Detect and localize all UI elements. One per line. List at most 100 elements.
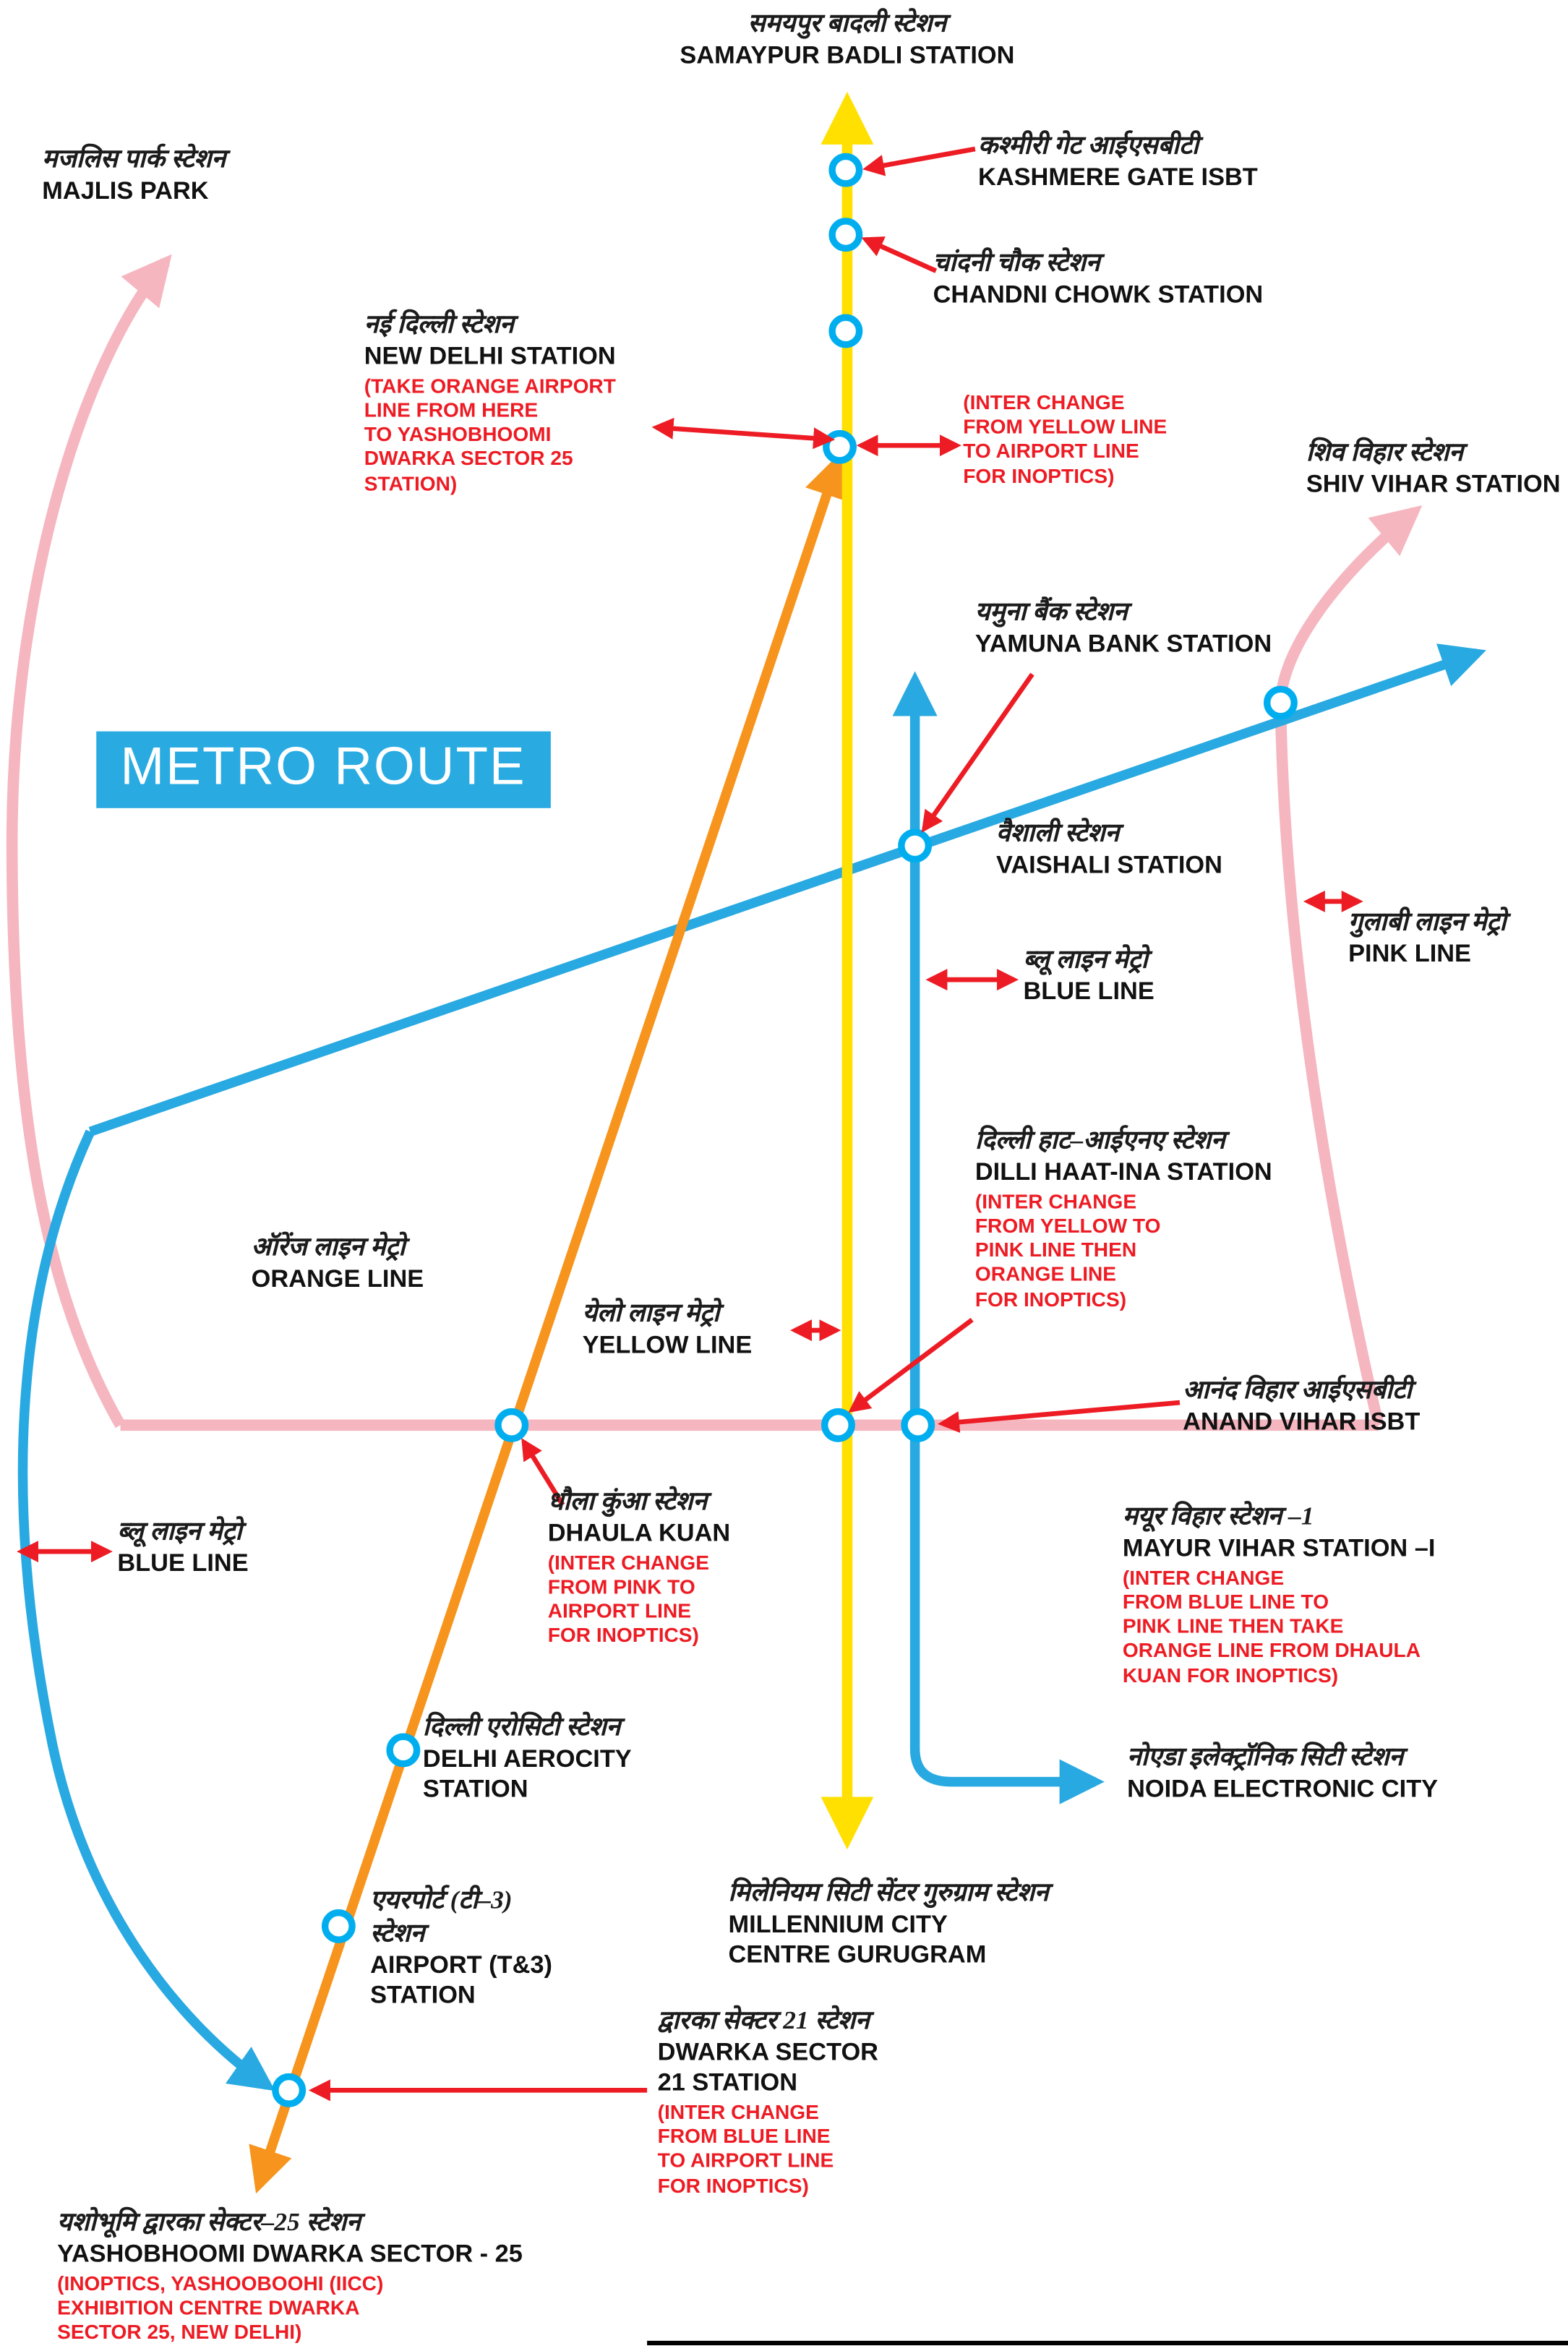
station-label-vaishali: वैशाली स्टेशन VAISHALI STATION — [996, 817, 1222, 880]
station-label-dwarka-sector-21: द्वारका सेक्टर 21 स्टेशन DWARKA SECTOR 2… — [658, 2005, 878, 2198]
chandni-chowk-english: CHANDNI CHOWK STATION — [933, 281, 1264, 309]
marker-dhaula-kuan — [494, 1408, 529, 1442]
orange-line-english: ORANGE LINE — [251, 1265, 424, 1293]
blue-line-left-english: BLUE LINE — [117, 1549, 249, 1577]
station-label-noida-electronic-city: नोएडा इलेक्ट्रॉनिक सिटी स्टेशन NOIDA ELE… — [1127, 1741, 1438, 1804]
red-arrow-kashmere — [862, 146, 976, 176]
station-label-airport-t3: एयरपोर्ट (टी–3) स्टेशन AIRPORT (T&3) STA… — [370, 1884, 552, 2010]
station-label-millennium-city: मिलेनियम सिटी सेंटर गुरुग्राम स्टेशन MIL… — [728, 1877, 1048, 1970]
chandni-chowk-hindi: चांदनी चौक स्टेशन — [933, 248, 1100, 278]
red-arrow-yamuna-bank — [921, 672, 1034, 833]
shiv-vihar-english: SHIV VIHAR STATION — [1306, 471, 1561, 498]
station-label-anand-vihar: आनंद विहार आईएसबीटी ANAND VIHAR ISBT — [1183, 1374, 1420, 1437]
station-label-kashmere-gate: कश्मीरी गेट आईएसबीटी KASHMERE GATE ISBT — [978, 129, 1258, 192]
shiv-vihar-hindi: शिव विहार स्टेशन — [1306, 437, 1464, 467]
samaypur-badli-english: SAMAYPUR BADLI STATION — [680, 41, 1015, 69]
new-delhi-hindi: नई दिल्ली स्टेशन — [364, 309, 514, 339]
red-arrow-new-delhi — [651, 417, 836, 450]
vaishali-hindi: वैशाली स्टेशन — [996, 818, 1120, 847]
station-label-shiv-vihar: शिव विहार स्टेशन SHIV VIHAR STATION — [1306, 437, 1561, 500]
orange-line-hindi: ऑरेंज लाइन मेट्रो — [251, 1232, 406, 1262]
anand-vihar-english: ANAND VIHAR ISBT — [1183, 1408, 1421, 1436]
marker-delhi-aerocity — [386, 1733, 421, 1768]
dilli-haat-ina-note: (INTER CHANGE FROM YELLOW TO PINK LINE T… — [974, 1190, 1161, 1311]
dwarka-sector-21-english: DWARKA SECTOR 21 STATION — [657, 2039, 878, 2097]
orange-airport-line — [249, 452, 849, 2194]
yamuna-bank-hindi: यमुना बैंक स्टेशन — [974, 597, 1128, 626]
new-delhi-note: (TAKE ORANGE AIRPORT LINE FROM HERE TO Y… — [364, 374, 616, 495]
airport-t3-hindi: एयरपोर्ट (टी–3) स्टेशन — [370, 1885, 513, 1948]
station-label-dhaula-kuan: धौला कुंआ स्टेशन DHAULA KUAN (INTER CHAN… — [548, 1486, 730, 1649]
marker-dwarka-sector-21 — [272, 2073, 307, 2107]
pink-line-left-arc — [6, 254, 172, 1429]
annotation-yellow-to-airport: (INTER CHANGE FROM YELLOW LINE TO AIRPOR… — [963, 388, 1167, 489]
marker-pink-line-station — [1264, 685, 1298, 720]
anand-vihar-hindi: आनंद विहार आईएसबीटी — [1183, 1375, 1413, 1405]
yamuna-bank-english: YAMUNA BANK STATION — [974, 630, 1272, 658]
red-arrow-dilli-haat — [848, 1317, 974, 1413]
dhaula-kuan-english: DHAULA KUAN — [547, 1519, 731, 1547]
marker-new-delhi — [828, 314, 863, 348]
pink-line-english: PINK LINE — [1348, 940, 1471, 967]
yashobhoomi-english: YASHOBHOOMI DWARKA SECTOR - 25 — [57, 2240, 523, 2268]
marker-chandni-chowk — [828, 218, 863, 252]
station-label-majlis-park: मजलिस पार्क स्टेशन MAJLIS PARK — [42, 143, 226, 206]
blue-line-diagonal — [88, 643, 1486, 1136]
airport-t3-english: AIRPORT (T&3) STATION — [370, 1950, 552, 2009]
station-label-samaypur-badli: समयपुर बादली स्टेशन SAMAYPUR BADLI STATI… — [547, 7, 1149, 70]
blue-line-left-hindi: ब्लू लाइन मेट्रो — [117, 1517, 242, 1546]
yellow-to-airport-note: (INTER CHANGE FROM YELLOW LINE TO AIRPOR… — [963, 391, 1168, 487]
mayur-vihar-hindi: मयूर विहार स्टेशन –1 — [1122, 1502, 1314, 1530]
blue-line-right-hindi: ब्लू लाइन मेट्रो — [1023, 945, 1148, 974]
station-label-chandni-chowk: चांदनी चौक स्टेशन CHANDNI CHOWK STATION — [933, 247, 1264, 309]
dwarka-sector-21-hindi: द्वारका सेक्टर 21 स्टेशन — [657, 2005, 870, 2035]
blue-line-right-english: BLUE LINE — [1023, 977, 1154, 1005]
station-label-new-delhi: नई दिल्ली स्टेशन NEW DELHI STATION (TAKE… — [364, 309, 616, 497]
pink-line-hindi: गुलाबी लाइन मेट्रो — [1348, 907, 1507, 936]
line-label-blue-left: ब्लू लाइन मेट्रो BLUE LINE — [117, 1515, 248, 1578]
line-label-yellow: येलो लाइन मेट्रो YELLOW LINE — [583, 1297, 753, 1360]
pink-line-right — [1274, 505, 1423, 1427]
mayur-vihar-note: (INTER CHANGE FROM BLUE LINE TO PINK LIN… — [1122, 1566, 1421, 1687]
marker-kashmere-gate — [828, 153, 863, 187]
new-delhi-english: NEW DELHI STATION — [364, 343, 616, 370]
dhaula-kuan-hindi: धौला कुंआ स्टेशन — [547, 1486, 708, 1516]
dhaula-kuan-note: (INTER CHANGE FROM PINK TO AIRPORT LINE … — [547, 1551, 709, 1648]
line-label-pink: गुलाबी लाइन मेट्रो PINK LINE — [1348, 906, 1507, 969]
line-label-blue-right: ब्लू लाइन मेट्रो BLUE LINE — [1023, 943, 1154, 1006]
vaishali-english: VAISHALI STATION — [996, 851, 1222, 879]
red-arrow-anand-vihar — [938, 1400, 1181, 1434]
samaypur-badli-hindi: समयपुर बादली स्टेशन — [747, 9, 947, 38]
yellow-line-english: YELLOW LINE — [582, 1331, 753, 1359]
majlis-park-english: MAJLIS PARK — [42, 177, 209, 205]
millennium-city-english: MILLENNIUM CITY CENTRE GURUGRAM — [728, 1911, 987, 1969]
marker-dilli-haat-ina — [821, 1408, 855, 1442]
noida-electronic-city-hindi: नोएडा इलेक्ट्रॉनिक सिटी स्टेशन — [1127, 1742, 1404, 1772]
kashmere-gate-english: KASHMERE GATE ISBT — [978, 163, 1258, 191]
majlis-park-hindi: मजलिस पार्क स्टेशन — [42, 144, 226, 174]
blue-line-left-curve — [17, 1129, 275, 2091]
marker-airport-t3 — [321, 1909, 356, 1943]
red-arrow-chandni — [861, 236, 938, 273]
millennium-city-hindi: मिलेनियम सिटी सेंटर गुरुग्राम स्टेशन — [728, 1877, 1049, 1907]
blue-line-noida-branch — [892, 671, 1105, 1804]
dwarka-sector-21-note: (INTER CHANGE FROM BLUE LINE TO AIRPORT … — [657, 2100, 834, 2197]
dilli-haat-ina-english: DILLI HAAT-INA STATION — [974, 1158, 1272, 1186]
station-label-mayur-vihar: मयूर विहार स्टेशन –1 MAYUR VIHAR STATION… — [1123, 1500, 1436, 1688]
delhi-aerocity-english: DELHI AEROCITY STATION — [422, 1745, 632, 1803]
red-arrow-dhaula-kuan — [521, 1438, 565, 1507]
mayur-vihar-english: MAYUR VIHAR STATION –I — [1122, 1534, 1436, 1562]
delhi-aerocity-hindi: दिल्ली एरोसिटी स्टेशन — [422, 1712, 621, 1742]
yashobhoomi-hindi: यशोभूमि द्वारका सेक्टर–25 स्टेशन — [57, 2207, 361, 2237]
station-label-dilli-haat-ina: दिल्ली हाट–आईएनए स्टेशन DILLI HAAT-INA S… — [975, 1124, 1272, 1312]
station-label-delhi-aerocity: दिल्ली एरोसिटी स्टेशन DELHI AEROCITY STA… — [423, 1711, 632, 1804]
noida-electronic-city-english: NOIDA ELECTRONIC CITY — [1127, 1775, 1439, 1803]
marker-anand-vihar — [901, 1408, 935, 1442]
marker-vaishali — [898, 828, 933, 863]
yashobhoomi-note: (INOPTICS, YASHOOBOOHI (IICC) EXHIBITION… — [57, 2271, 384, 2344]
dilli-haat-ina-hindi: दिल्ली हाट–आईएनए स्टेशन — [974, 1126, 1225, 1155]
line-label-orange: ऑरेंज लाइन मेट्रो ORANGE LINE — [252, 1231, 424, 1294]
station-label-yamuna-bank: यमुना बैंक स्टेशन YAMUNA BANK STATION — [975, 596, 1272, 659]
